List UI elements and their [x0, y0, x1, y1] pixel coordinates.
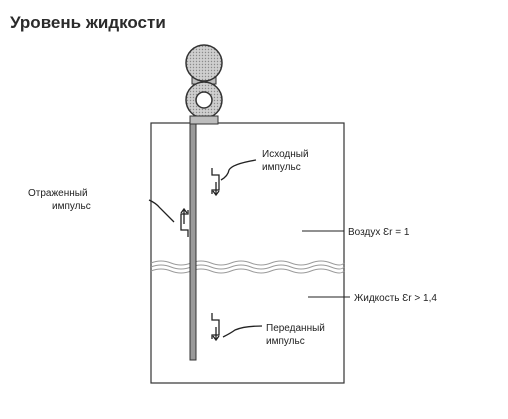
reflected-pulse-symbol: [148, 199, 189, 237]
transmitted-pulse-label-line2: импульс: [266, 336, 305, 347]
transmitted-pulse-label-line1: Переданный: [266, 323, 325, 334]
liquid-label: Жидкость Ɛr > 1,4: [354, 293, 437, 304]
transmitter-head: [185, 44, 223, 125]
liquid-surface: [150, 260, 345, 274]
tank: [150, 122, 345, 384]
air-label: Воздух Ɛr = 1: [348, 227, 410, 238]
diagram-title: Уровень жидкости: [10, 13, 166, 32]
source-pulse-label-line2: импульс: [262, 162, 301, 173]
source-pulse-symbol: [211, 159, 257, 197]
reflected-pulse-label-line1: Отраженный: [28, 188, 88, 199]
reflected-pulse-label-line2: импульс: [52, 201, 91, 212]
source-pulse-label-line1: Исходный: [262, 149, 309, 160]
transmitted-pulse-symbol: [211, 313, 263, 342]
probe-rod: [189, 123, 197, 361]
